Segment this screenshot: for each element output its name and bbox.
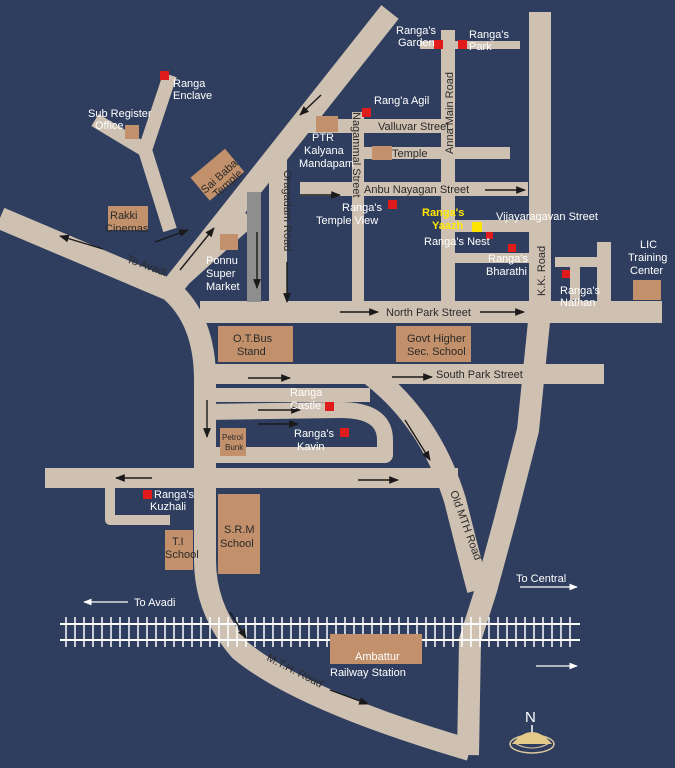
building-temple <box>372 146 392 160</box>
building-govt-school <box>396 326 471 362</box>
building-sub-register <box>125 125 139 139</box>
building-ambattur-station <box>330 634 422 664</box>
buildings <box>108 116 661 664</box>
ponnu-strip <box>247 192 261 302</box>
markers <box>143 40 570 499</box>
label-anna-main-road: Anna Main Road <box>444 72 456 154</box>
label-to-avadi-lower: To Avadi <box>134 597 175 609</box>
compass-icon: N <box>509 709 555 754</box>
label-rangas-nest: Ranga's Nest <box>424 236 490 248</box>
building-petrol-bunk <box>220 428 246 456</box>
road-castle-loop <box>204 402 393 463</box>
building-lic <box>633 280 661 300</box>
label-north-park-street: North Park Street <box>386 307 471 319</box>
building-rakki <box>108 206 148 230</box>
marker-ranga-agil <box>362 108 371 117</box>
road-to-avadi-upper <box>0 207 175 301</box>
marker-rangas-nest <box>486 232 493 239</box>
building-sai-baba <box>190 148 245 201</box>
label-kk-road: K.K. Road <box>536 246 548 296</box>
marker-rangas-park <box>458 40 467 49</box>
building-ponnu <box>220 234 238 250</box>
marker-rangas-kavin <box>340 428 349 437</box>
road-diagonal-north <box>161 5 399 297</box>
marker-rangas-garden <box>434 40 443 49</box>
building-ot-bus-stand <box>218 326 293 362</box>
label-anbu-nayagan-street: Anbu Nayagan Street <box>364 184 469 196</box>
label-valluvar-street: Valluvar Street <box>378 121 449 133</box>
marker-rangas-yaazh <box>472 222 482 232</box>
building-srm <box>218 494 260 574</box>
label-ranga-agil: Rang'a Agil <box>374 95 429 107</box>
compass-label: N <box>525 709 536 726</box>
railway-track <box>60 617 580 647</box>
road-kuzhali-branch <box>105 478 170 525</box>
label-to-central: To Central <box>516 573 566 585</box>
label-vijayaragavan-street: Vijayaragavan Street <box>496 211 598 223</box>
marker-rangas-kuzhali <box>143 490 152 499</box>
label-oragadam-road: Oragadam Road <box>281 170 293 251</box>
traffic-arrows <box>59 94 526 705</box>
direction-arrows <box>83 583 578 670</box>
marker-ranga-enclave <box>160 71 169 80</box>
label-temple: Temple <box>392 148 427 160</box>
road-rakki-connector <box>164 212 256 296</box>
marker-ranga-castle <box>325 402 334 411</box>
marker-temple-view <box>388 200 397 209</box>
label-south-park-street: South Park Street <box>436 369 523 381</box>
marker-rangas-bharathi <box>508 244 516 252</box>
building-ti-school <box>165 530 193 570</box>
marker-rangas-nathan <box>562 270 570 278</box>
road-old-mth <box>363 365 489 593</box>
building-ptr <box>316 116 338 132</box>
label-nagammal-street: Nagammal Street <box>350 112 362 198</box>
road-sub-register-down <box>138 147 177 233</box>
